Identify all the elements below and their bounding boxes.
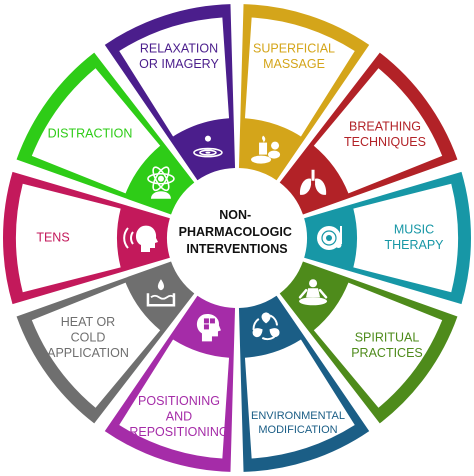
segment-card [16,183,121,293]
segment-label-line: MASSAGE [263,57,325,71]
center-title: NON- PHARMACOLOGIC INTERVENTIONS [179,208,296,256]
segment-label-line: THERAPY [384,238,444,252]
segment-label-line: DISTRACTION [48,126,133,140]
segment-card [119,339,230,459]
segment-label-line: REPOSITIONING [129,425,228,439]
segment-card [353,183,458,293]
segment-card [31,282,161,408]
segment-card [313,282,443,408]
segment-label-line: AND [166,409,192,423]
segment-label-line: TENS [36,230,69,244]
segment-label-line: MODIFICATION [258,424,337,436]
segment-label: ENVIRONMENTAL MODIFICATION [251,410,345,436]
segment-distraction: DISTRACTION [16,52,195,215]
water-heat-icon [146,279,176,307]
segment-label-line: OR IMAGERY [139,57,219,71]
segment-label-line: SPIRITUAL [355,331,420,345]
segment-label-line: RELAXATION [140,42,218,56]
segment-card [119,17,230,137]
recycle-leaves-icon [252,312,280,341]
segment-label-line: ENVIRONMENTAL [251,410,345,422]
segment-label-line: MUSIC [394,223,434,237]
segment-label-line: SUPERFICIAL [253,42,335,56]
segment-environmental-modification: ENVIRONMENTAL MODIFICATION [238,295,370,472]
segment-label: DISTRACTION [48,126,133,140]
segment-card [244,17,355,137]
segment-label-line: COLD [71,330,106,344]
center-line-1: NON- [219,208,251,222]
segment-label-line: BREATHING [349,120,421,134]
water-ripple-icon [193,135,223,158]
segment-label-line: HEAT OR [61,315,115,329]
head-puzzle-icon [196,314,221,342]
head-waves-icon [123,225,158,252]
segment-card [31,68,161,194]
lungs-icon [299,169,327,195]
segment-label-line: PRACTICES [351,346,423,360]
center-line-3: INTERVENTIONS [186,242,287,256]
center-line-2: PHARMACOLOGIC [179,225,292,239]
vinyl-record-icon [317,226,342,250]
segment-tens: TENS [2,171,170,305]
segment-label-line: POSITIONING [138,394,220,408]
atom-head-icon [147,166,175,199]
segment-card [313,68,443,194]
segment-label-line: APPLICATION [47,346,129,360]
segment-label: TENS [36,230,69,244]
segment-card [244,339,355,459]
candle-stones-icon [251,135,281,164]
center-hub [169,170,305,306]
meditation-icon [298,279,328,306]
segment-label-line: TECHNIQUES [344,135,426,149]
